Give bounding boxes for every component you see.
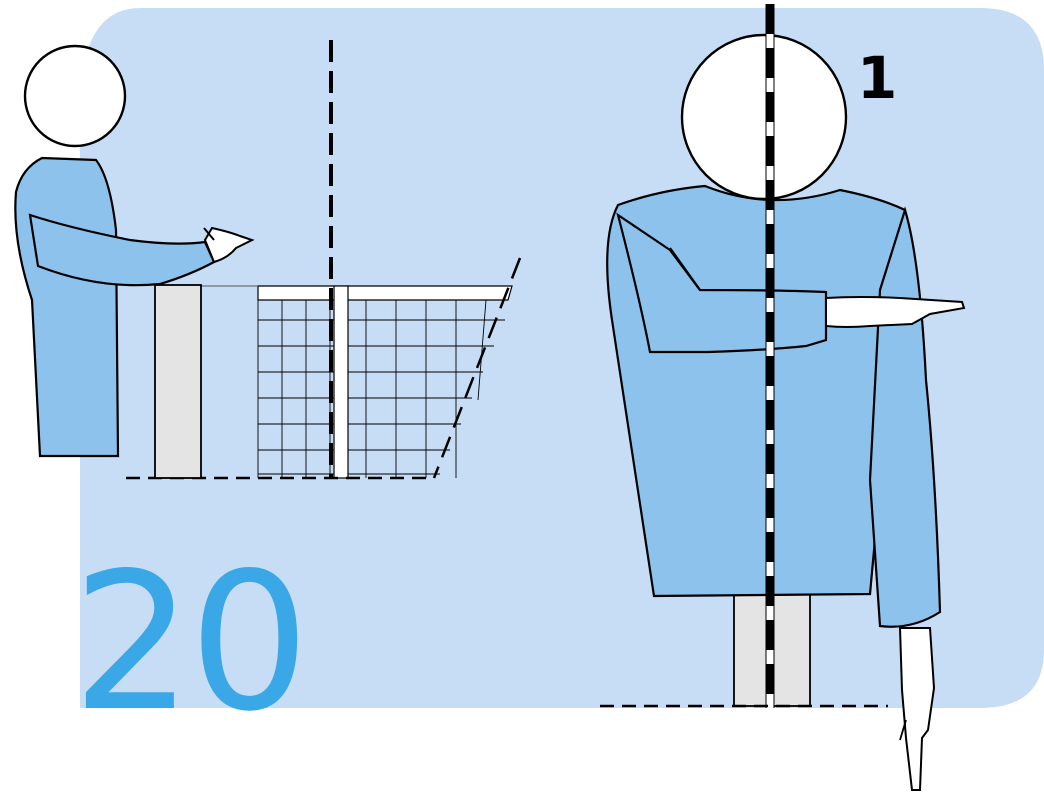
referee-stand	[155, 285, 201, 478]
signal-number: 20	[72, 532, 306, 753]
step-number: 1	[857, 44, 897, 112]
center-alignment-line	[766, 4, 774, 708]
